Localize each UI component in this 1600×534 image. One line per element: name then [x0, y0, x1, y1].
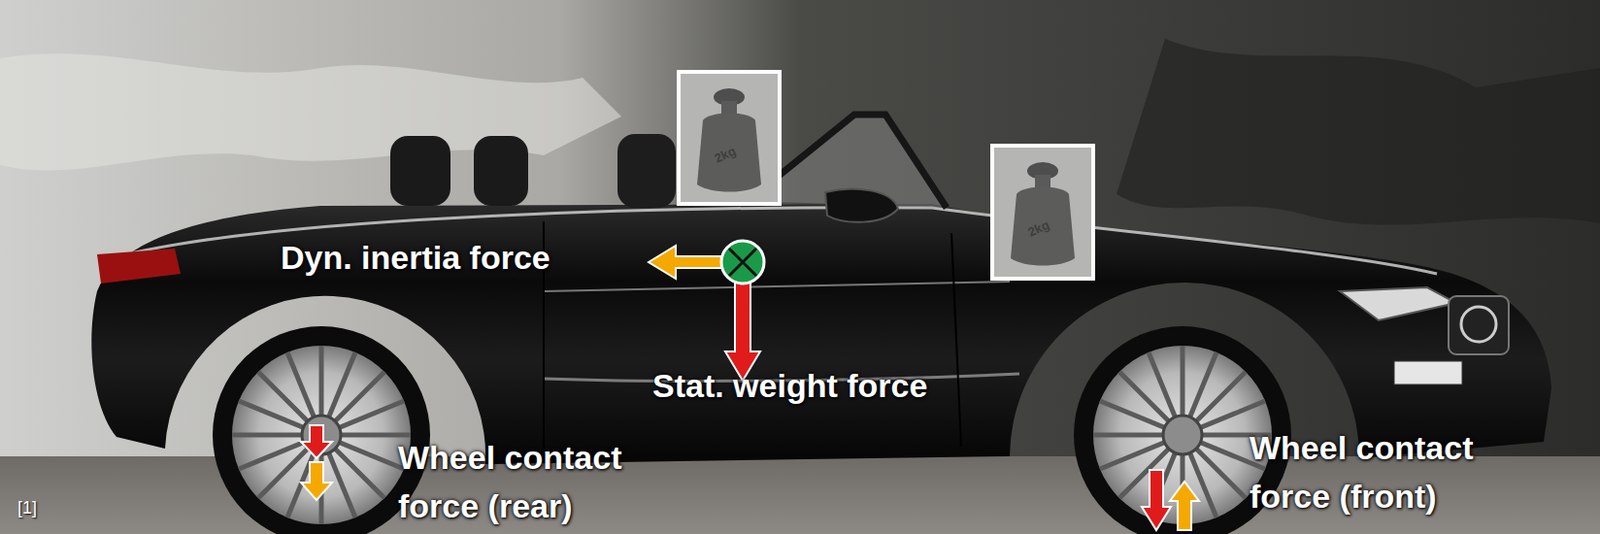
spoke	[1119, 371, 1246, 499]
force-label: Dyn. inertia force	[280, 233, 669, 282]
door-gap	[543, 221, 962, 457]
rear-seat	[390, 135, 451, 206]
weight-neck	[1034, 174, 1051, 189]
hub	[1163, 415, 1202, 455]
rock-highlight	[0, 53, 622, 171]
spoke	[1100, 400, 1266, 469]
weight-frame	[992, 145, 1094, 279]
spoke	[287, 352, 356, 518]
head-light	[1339, 287, 1457, 321]
front-seat	[617, 133, 676, 208]
reference-number: [1]	[17, 497, 76, 519]
spoke	[1119, 371, 1246, 499]
tail-light	[97, 248, 181, 284]
rear-wheel	[212, 326, 431, 534]
rear-static-arrow	[300, 425, 333, 459]
spoke	[238, 400, 404, 469]
weight-marking: 2kg	[1025, 209, 1067, 240]
rim-spokes	[232, 345, 411, 525]
front-static-arrow	[1141, 469, 1171, 531]
force-label: Stat. weight force	[652, 361, 1041, 410]
rear-seat	[473, 135, 529, 206]
weight-marking: 2kg	[711, 135, 754, 167]
center-of-gravity	[721, 240, 765, 284]
grille	[1448, 296, 1509, 355]
force-label: Wheel contact force (front)	[1249, 423, 1532, 521]
license-plate	[1394, 361, 1463, 385]
rock-shadow	[1116, 38, 1600, 226]
spoke	[287, 352, 356, 518]
weight-picture	[992, 145, 1094, 279]
weight-frame	[678, 71, 780, 204]
force-label: Wheel contact force (rear)	[398, 433, 680, 531]
tire	[212, 326, 431, 534]
weight-picture	[678, 71, 780, 204]
spoke	[1100, 400, 1266, 469]
weight-body	[697, 113, 762, 193]
center-of-gravity-cross	[729, 248, 757, 276]
spoke	[238, 400, 404, 469]
rear-dynamic-arrow	[300, 462, 333, 500]
side-mirror	[825, 189, 899, 223]
door-crease	[543, 281, 1010, 292]
rim	[232, 345, 411, 525]
inertia-force-arrow	[648, 245, 727, 279]
weight-neck	[721, 100, 737, 115]
weight-body	[1010, 187, 1075, 267]
brand-emblem	[1461, 306, 1497, 342]
weight-force-arrow	[725, 281, 761, 381]
front-dynamic-arrow	[1169, 481, 1200, 531]
